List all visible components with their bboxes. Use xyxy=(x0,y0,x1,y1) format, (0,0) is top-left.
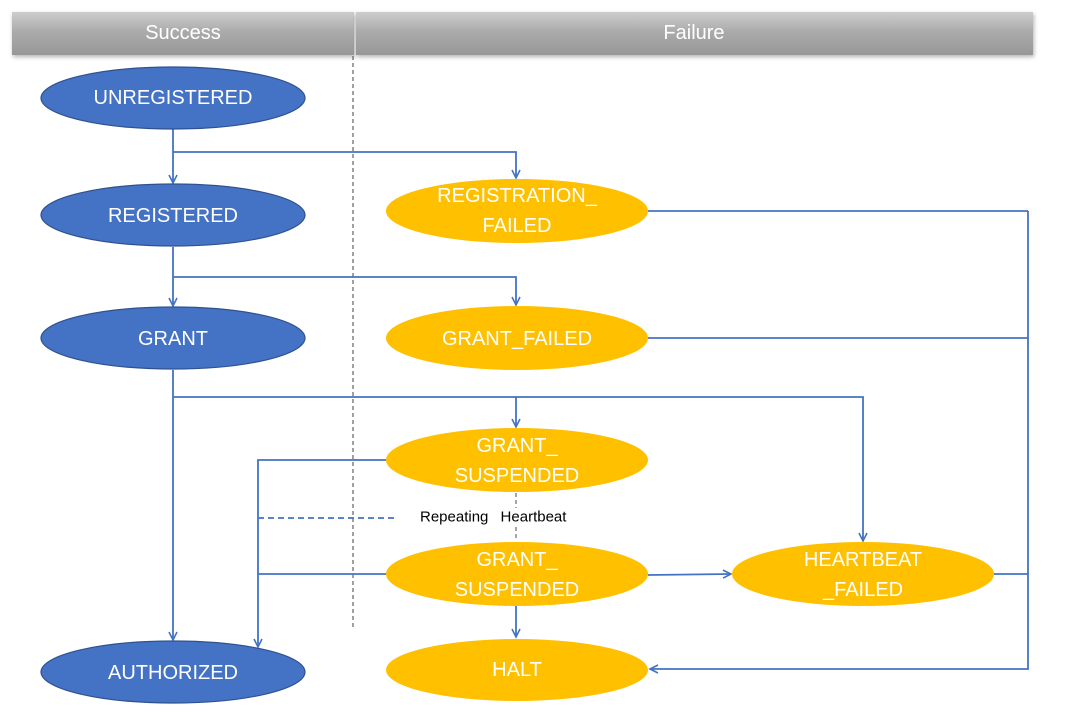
header-failure-cell xyxy=(356,12,1033,55)
transition-failures-to-halt xyxy=(648,211,1029,674)
state-registered-label: REGISTERED xyxy=(108,205,238,227)
state-grant-suspended-upper-label-line2: SUSPENDED xyxy=(455,465,579,487)
transition-grant-to-heartbeat-failed xyxy=(173,396,868,543)
state-grant-suspended-lower-shape xyxy=(386,542,648,606)
state-heartbeat-failed-label-line2: _FAILED xyxy=(822,579,903,601)
state-grant-suspended-upper-label-line1: GRANT_ xyxy=(476,435,558,457)
state-grant-failed-shape xyxy=(386,306,648,370)
state-grant-failed-label: GRANT_FAILED xyxy=(442,328,592,350)
state-authorized: AUTHORIZED xyxy=(40,640,306,704)
state-heartbeat-failed-shape xyxy=(732,542,994,606)
lane-header: Success Failure xyxy=(12,12,1033,55)
state-grant-suspended-upper: GRANT_ SUSPENDED xyxy=(386,428,648,492)
transition-grant-suspended-upper-to-authorized xyxy=(253,459,386,649)
state-grant: GRANT xyxy=(40,306,306,370)
state-halt: HALT xyxy=(386,639,648,701)
state-unregistered-shape xyxy=(40,66,306,130)
state-grant-suspended-lower-label-line1: GRANT_ xyxy=(476,549,558,571)
transition-registered-to-grant-failed xyxy=(173,276,521,307)
state-grant-suspended-lower-label-line2: SUSPENDED xyxy=(455,579,579,601)
state-halt-label: HALT xyxy=(492,659,542,681)
state-registration-failed: REGISTRATION_ FAILED xyxy=(386,179,648,243)
state-grant-failed: GRANT_FAILED xyxy=(386,306,648,370)
header-success-cell xyxy=(12,12,354,55)
state-registered: REGISTERED xyxy=(40,183,306,247)
state-authorized-label: AUTHORIZED xyxy=(108,662,238,684)
header-success-label: Success xyxy=(145,22,221,44)
state-authorized-shape xyxy=(40,640,306,704)
state-grant-suspended-lower: GRANT_ SUSPENDED xyxy=(386,542,648,606)
state-registered-shape xyxy=(40,183,306,247)
state-unregistered-label: UNREGISTERED xyxy=(94,87,253,109)
repeating-heartbeat-label: Repeating Heartbeat xyxy=(420,509,567,526)
state-grant-suspended-upper-shape xyxy=(386,428,648,492)
state-registration-failed-label-line1: REGISTRATION_ xyxy=(437,185,598,207)
state-heartbeat-failed: HEARTBEAT _FAILED xyxy=(732,542,994,606)
state-grant-label: GRANT xyxy=(138,328,208,350)
state-unregistered: UNREGISTERED xyxy=(40,66,306,130)
transition-unregistered-to-registration-failed xyxy=(173,151,521,180)
state-heartbeat-failed-label-line1: HEARTBEAT xyxy=(804,549,922,571)
state-registration-failed-shape xyxy=(386,179,648,243)
state-grant-shape xyxy=(40,306,306,370)
state-halt-shape xyxy=(386,639,648,701)
transition-grant-suspended-to-heartbeat-failed xyxy=(647,569,733,579)
state-registration-failed-label-line2: FAILED xyxy=(483,215,552,237)
header-failure-label: Failure xyxy=(663,22,724,44)
connectors xyxy=(168,129,1029,674)
